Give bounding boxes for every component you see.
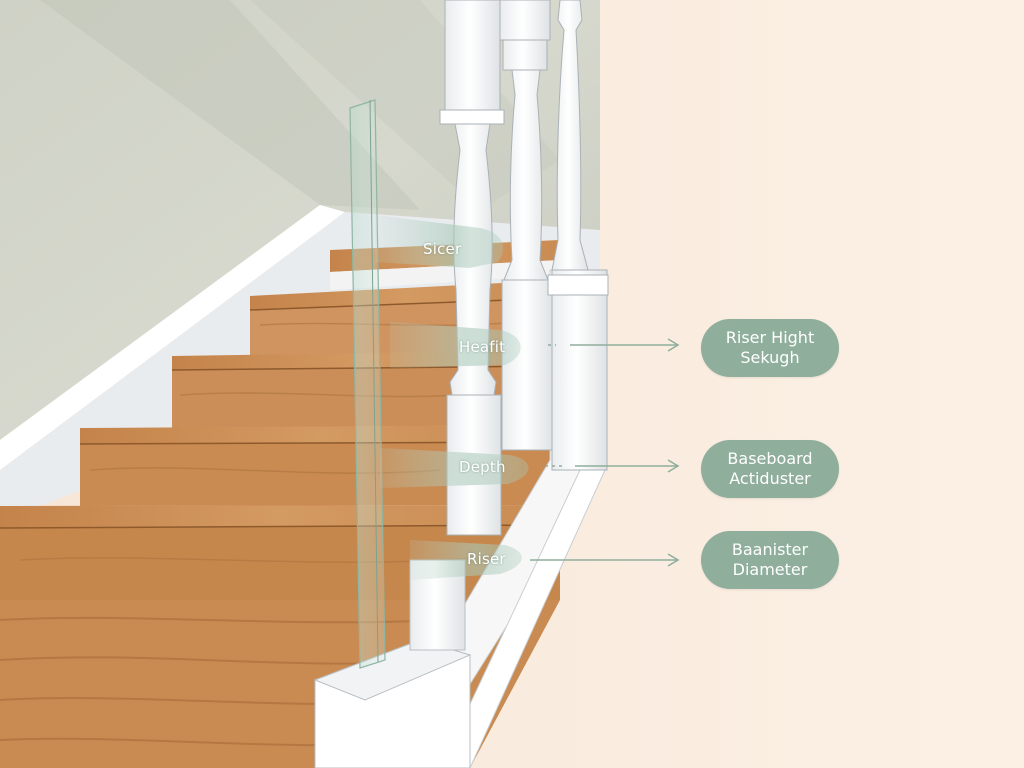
- callout-line: Baanister: [731, 540, 809, 559]
- callout-riser-height: Riser Hight Sekugh: [701, 319, 839, 377]
- depth-label: Depth: [459, 458, 506, 476]
- riser-label: Riser: [467, 550, 506, 568]
- wall-shadow: [40, 0, 420, 210]
- callout-line: Riser Hight: [725, 328, 815, 347]
- newel-post: [313, 559, 472, 768]
- heafit-label: Heafit: [459, 338, 506, 356]
- callout-baanister: Baanister Diameter: [701, 531, 839, 589]
- callout-line: Actiduster: [729, 469, 811, 488]
- callout-line: Diameter: [732, 560, 808, 579]
- sicer-label: Sicer: [423, 240, 462, 258]
- overlay-bands: [375, 215, 529, 580]
- callout-line: Baseboard: [727, 449, 813, 468]
- callout-line: Sekugh: [740, 348, 800, 367]
- stair-skirt-board: [0, 205, 345, 470]
- leader-lines: [530, 338, 680, 567]
- callout-baseboard: Baseboard Actiduster: [701, 440, 839, 498]
